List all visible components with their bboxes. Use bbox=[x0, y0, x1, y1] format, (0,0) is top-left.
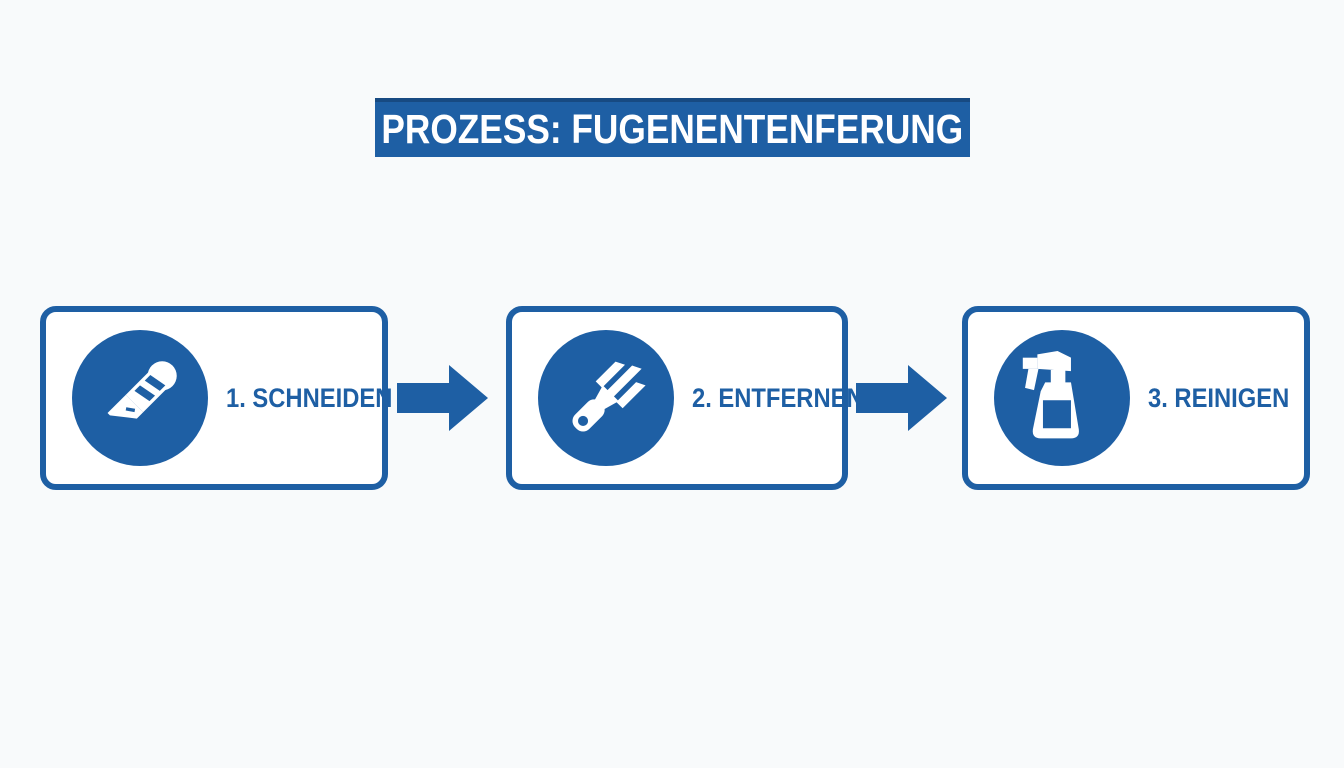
step-box-entfernen: 2. ENTFERNEN bbox=[506, 306, 864, 490]
step-box-schneiden: 1. SCHNEIDEN bbox=[40, 306, 392, 490]
title-banner: PROZESS: FUGENENTENFERUNG bbox=[375, 98, 970, 157]
step-box-reinigen: 3. REINIGEN bbox=[962, 306, 1310, 490]
step-3-label: 3. REINIGEN bbox=[1148, 382, 1290, 413]
scraper-icon bbox=[572, 361, 646, 432]
step-3-icon-circle bbox=[994, 330, 1130, 466]
step-2-icon-circle bbox=[538, 330, 674, 466]
arrow-right-icon bbox=[397, 365, 488, 431]
step-1-icon-circle bbox=[72, 330, 208, 466]
utility-knife-icon bbox=[107, 361, 177, 419]
step-1-label: 1. SCHNEIDEN bbox=[226, 382, 393, 413]
page-title: PROZESS: FUGENENTENFERUNG bbox=[381, 106, 964, 152]
step-2-label: 2. ENTFERNEN bbox=[692, 382, 864, 413]
spray-bottle-icon bbox=[1022, 350, 1079, 439]
arrow-right-icon bbox=[856, 365, 947, 431]
